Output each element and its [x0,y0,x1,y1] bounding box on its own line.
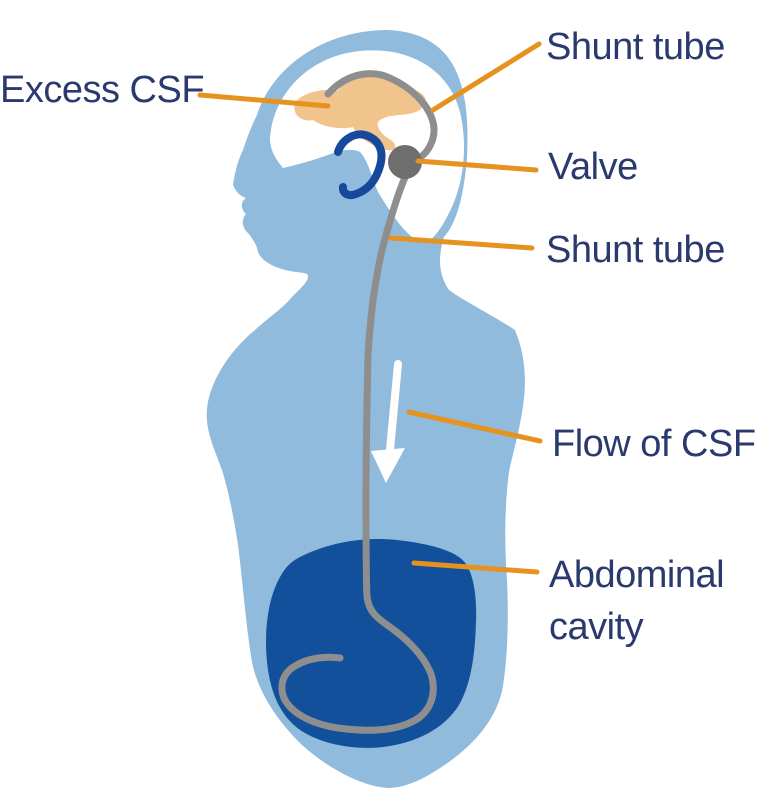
leader-abdominal-cavity [411,560,540,575]
label-flow-of-csf: Flow of CSF [552,423,756,465]
leader-excess-csf [197,92,331,109]
leader-flow-of-csf [406,409,543,444]
shunt-tube [278,70,438,734]
flow-arrow [371,360,405,483]
leader-valve [415,158,539,173]
label-shunt-tube-top: Shunt tube [546,26,725,68]
ear [334,130,386,200]
label-excess-csf: Excess CSF [0,69,205,111]
leader-shunt-tube-top [430,41,542,113]
leader-shunt-tube-mid [388,235,535,251]
label-shunt-tube-mid: Shunt tube [546,229,725,271]
valve [388,145,422,179]
label-valve: Valve [548,146,638,188]
label-abdominal-cavity: Abdominal cavity [549,554,725,648]
abdominal-cavity-region [266,538,477,748]
